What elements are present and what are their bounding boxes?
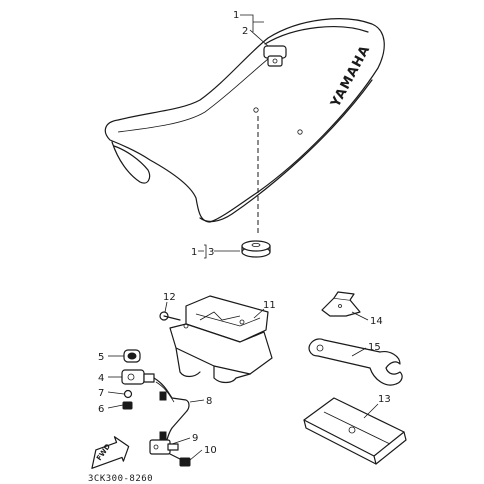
callout-10: 10 bbox=[204, 445, 217, 456]
figure-code: 3CK300-8260 bbox=[88, 474, 153, 484]
seat-base-pan bbox=[111, 141, 151, 184]
seat-crown-line bbox=[264, 26, 369, 45]
part-10-bolt bbox=[169, 453, 191, 467]
callout-13: 13 bbox=[378, 394, 391, 405]
callout-5: 5 bbox=[98, 352, 104, 363]
seat-cushion bbox=[104, 18, 385, 223]
callout-11: 11 bbox=[263, 300, 276, 311]
seat-assembly: YAMAHA bbox=[104, 18, 385, 223]
part-7-washer bbox=[123, 389, 133, 399]
part-8-cable bbox=[153, 377, 190, 443]
callout-15: 15 bbox=[368, 342, 381, 353]
callout-8: 8 bbox=[206, 396, 212, 407]
callout-leaders bbox=[107, 14, 379, 461]
seat-side-seam bbox=[117, 47, 283, 133]
part-13-tool-bag bbox=[303, 397, 407, 465]
callout-1: 1 bbox=[191, 247, 197, 258]
callout-9: 9 bbox=[192, 433, 198, 444]
seat-hole bbox=[297, 129, 303, 135]
callout-7: 7 bbox=[98, 388, 104, 399]
part-14-bracket bbox=[321, 291, 361, 317]
callout-12: 12 bbox=[163, 292, 176, 303]
forward-arrow-icon: FWD bbox=[91, 436, 130, 469]
part-6-bolt bbox=[122, 401, 133, 410]
part-11-storage-case bbox=[169, 295, 273, 384]
callout-1: 1 bbox=[233, 10, 239, 21]
part-9-latch bbox=[149, 439, 179, 455]
seat-front-bracket bbox=[263, 45, 287, 67]
callout-6: 6 bbox=[98, 404, 104, 415]
callout-2: 2 bbox=[242, 26, 248, 37]
seat-hole bbox=[253, 107, 259, 113]
callout-14: 14 bbox=[370, 316, 383, 327]
seat-base-lower bbox=[199, 79, 373, 223]
callout-3: 3 bbox=[208, 247, 214, 258]
part-3-damper bbox=[241, 240, 271, 258]
part-12-screw bbox=[159, 311, 181, 321]
callout-labels: 1 2 1 3 12 11 14 5 4 7 6 8 15 13 9 10 bbox=[98, 10, 391, 456]
part-15-wrench bbox=[308, 338, 403, 386]
callout-4: 4 bbox=[98, 373, 104, 384]
part-4-lock-body bbox=[121, 369, 155, 385]
part-5-lock-cap bbox=[123, 349, 141, 363]
